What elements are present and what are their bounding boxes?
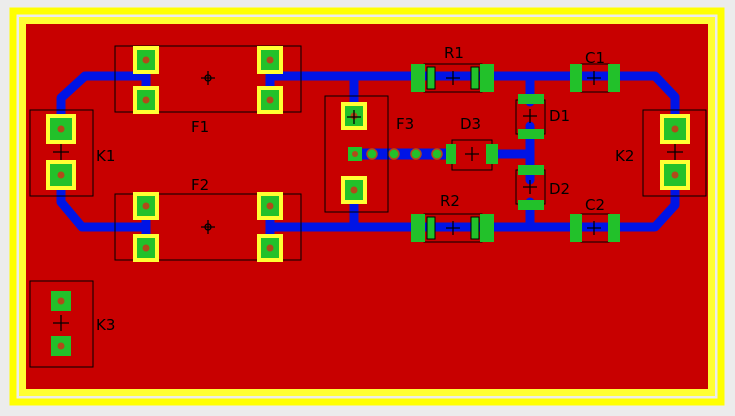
f3-outline <box>324 95 389 213</box>
f1-pads <box>133 46 283 114</box>
trace-top-loop <box>56 55 680 133</box>
label-r1: R1 <box>444 44 464 62</box>
label-f1: F1 <box>191 118 209 136</box>
label-k2: K2 <box>615 147 634 165</box>
via <box>431 148 443 160</box>
f2-pads <box>133 192 283 262</box>
label-k1: K1 <box>96 147 115 165</box>
k2-outline <box>642 109 707 197</box>
label-d1: D1 <box>549 107 570 125</box>
f3-pads <box>341 102 367 204</box>
k1-pads <box>46 114 76 190</box>
smd-inner-pads <box>426 66 480 240</box>
label-d2: D2 <box>549 180 570 198</box>
centre-markers <box>53 71 683 331</box>
label-k3: K3 <box>96 316 115 334</box>
via-row <box>366 148 443 160</box>
label-r2: R2 <box>440 192 460 210</box>
via <box>366 148 378 160</box>
k3-outline <box>29 280 94 368</box>
reference-labels: F1 F2 F3 K1 K2 K3 R1 R2 C1 C2 D1 D2 D3 <box>96 44 634 334</box>
label-f2: F2 <box>191 176 209 194</box>
label-c2: C2 <box>585 196 605 214</box>
k3-pads <box>51 291 71 356</box>
via <box>388 148 400 160</box>
label-d3: D3 <box>460 115 481 133</box>
trace-bottom-loop <box>56 171 680 255</box>
label-c1: C1 <box>585 49 605 67</box>
smd-pads <box>411 64 620 242</box>
board-outline <box>9 7 725 406</box>
k2-pads <box>660 114 690 190</box>
label-f3: F3 <box>396 115 414 133</box>
f2-outline <box>114 193 302 261</box>
via <box>410 148 422 160</box>
f1-outline <box>114 45 302 113</box>
k1-outline <box>29 109 94 197</box>
